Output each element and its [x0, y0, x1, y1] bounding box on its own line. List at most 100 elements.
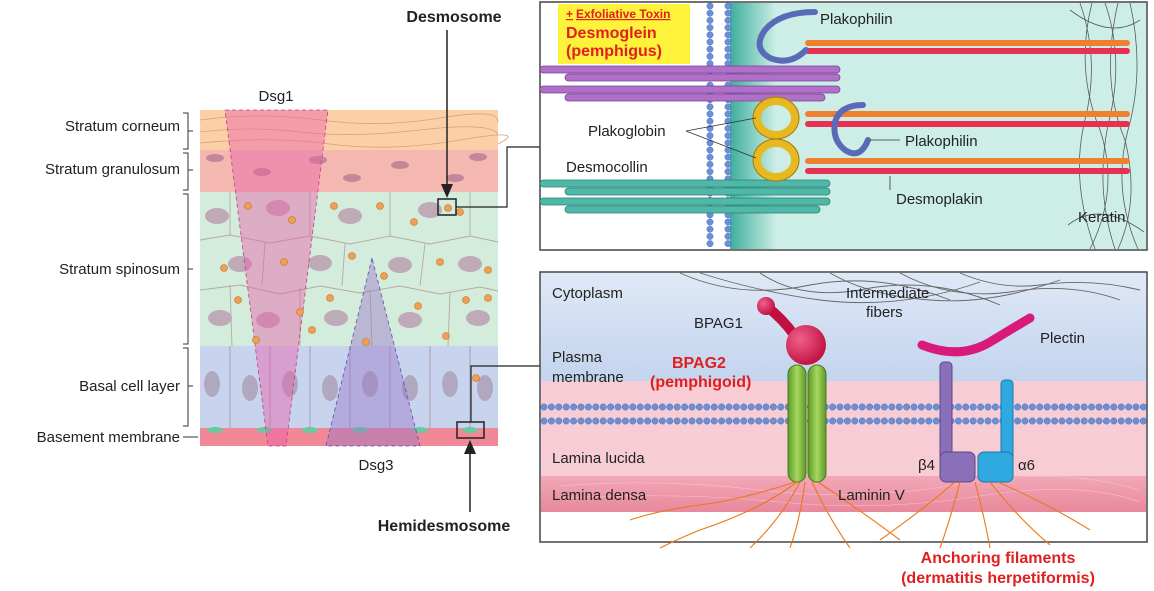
membrane-bead [1029, 403, 1036, 411]
membrane-bead [925, 417, 933, 425]
membrane-bead [540, 417, 548, 425]
membrane-bead [1125, 403, 1133, 411]
membrane-bead [592, 403, 600, 411]
basal-cell-outlines [229, 346, 471, 428]
membrane-bead [659, 403, 666, 411]
label-bpag1: BPAG1 [694, 315, 743, 332]
membrane-bead [614, 417, 622, 425]
integrin-beta4 [939, 361, 976, 483]
membrane-bead [969, 417, 977, 425]
membrane-bead [910, 417, 918, 425]
label-lamina-lucida: Lamina lucida [552, 450, 645, 467]
membrane-bead [1117, 417, 1125, 425]
membrane-bead [836, 417, 844, 425]
membrane-bead [777, 403, 785, 411]
membrane-bead [636, 403, 644, 411]
desmocollin-strands [539, 179, 831, 214]
membrane-bead [724, 132, 732, 140]
membrane-bead [1088, 417, 1096, 425]
membrane-bead [710, 417, 718, 425]
membrane-bead [585, 403, 592, 411]
membrane-bead [706, 168, 714, 176]
label-plakophilin-mid: Plakophilin [905, 133, 978, 150]
basement-hemidesmosomes [207, 427, 478, 433]
membrane-bead [706, 110, 714, 118]
membrane-bead [548, 417, 555, 425]
membrane-bead [1140, 403, 1147, 411]
desmosome-panel: + Exfoliative Toxin Desmoglein (pemphigu… [539, 1, 1148, 251]
membrane-bead [903, 417, 910, 425]
membrane-bead [955, 417, 962, 425]
membrane-bead [651, 417, 659, 425]
membrane-bead [1080, 403, 1088, 411]
membrane-bead [724, 124, 732, 132]
membrane-bead [1125, 417, 1133, 425]
membrane-bead [570, 417, 577, 425]
dsg1-distribution [224, 109, 329, 447]
membrane-bead [718, 403, 725, 411]
label-fibers: fibers [866, 304, 903, 321]
membrane-bead [688, 403, 696, 411]
label-basement-membrane: Basement membrane [37, 429, 180, 446]
label-anchoring-filaments: Anchoring filaments [921, 550, 1076, 567]
membrane-bead [724, 45, 732, 53]
label-hemidesmosome: Hemidesmosome [378, 518, 511, 535]
membrane-bead [562, 403, 570, 411]
label-stratum-granulosum: Stratum granulosum [45, 161, 180, 178]
membrane-bead [1051, 417, 1059, 425]
label-stratum-corneum: Stratum corneum [65, 118, 180, 135]
label-pemphigoid: (pemphigoid) [650, 374, 751, 391]
membrane-bead [724, 110, 732, 118]
membrane-bead [1117, 403, 1125, 411]
membrane-bead [851, 403, 859, 411]
plectin-protein [917, 313, 1035, 357]
membrane-bead [636, 417, 644, 425]
membrane-bead [844, 403, 851, 411]
label-stratum-spinosum: Stratum spinosum [59, 261, 180, 278]
membrane-bead [881, 403, 888, 411]
membrane-bead [1036, 403, 1044, 411]
membrane-bead [724, 139, 732, 147]
membrane-bead [724, 153, 732, 161]
membrane-bead [703, 417, 711, 425]
membrane-bead [866, 417, 873, 425]
callouts: Desmosome Hemidesmosome [378, 9, 540, 535]
membrane-bead [836, 403, 844, 411]
membrane-bead [706, 16, 714, 24]
membrane-bead [562, 417, 570, 425]
label-basal-cell-layer: Basal cell layer [79, 378, 180, 395]
desmoplakin-rods [805, 40, 1130, 174]
label-membrane: membrane [552, 369, 624, 386]
membrane-bead [724, 16, 732, 24]
membrane-bead [570, 403, 577, 411]
membrane-bead [1029, 417, 1036, 425]
membrane-bead [1043, 403, 1051, 411]
membrane-bead [910, 403, 918, 411]
membrane-bead [710, 403, 718, 411]
membrane-bead [706, 9, 714, 17]
membrane-bead [1073, 403, 1081, 411]
membrane-bead [1066, 417, 1073, 425]
membrane-bead [724, 53, 732, 60]
membrane-bead [725, 417, 733, 425]
membrane-bead [740, 403, 748, 411]
skin-section [199, 109, 509, 447]
membrane-bead [724, 103, 732, 111]
membrane-bead [703, 403, 711, 411]
membrane-bead [932, 417, 940, 425]
membrane-bead [858, 417, 866, 425]
membrane-bead [724, 24, 732, 31]
label-plectin: Plectin [1040, 330, 1085, 347]
membrane-bead [585, 417, 592, 425]
membrane-bead [681, 403, 688, 411]
membrane-bead [540, 403, 548, 411]
membrane-bead [925, 403, 933, 411]
membrane-bead [1021, 403, 1029, 411]
toxin-prefix: + [566, 7, 573, 21]
membrane-bead [706, 24, 714, 31]
membrane-bead [733, 417, 740, 425]
membrane-bead [607, 417, 614, 425]
spinosum-nuclei [205, 200, 490, 328]
membrane-bead [755, 417, 762, 425]
membrane-bead [888, 417, 896, 425]
